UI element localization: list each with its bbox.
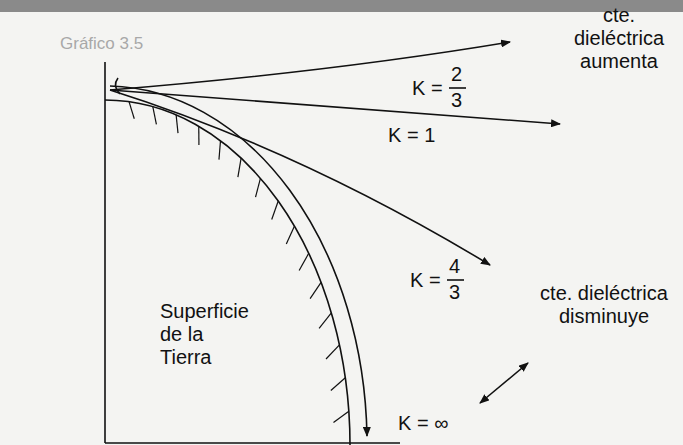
hatch-tick [272,201,279,219]
ray-k-4-3 [110,90,490,265]
earth-surface [105,100,350,445]
k-label: K = ∞ [398,412,448,435]
hatch-tick [319,313,331,328]
hatch-tick [238,158,241,177]
hatch-tick [299,253,309,270]
fraction-number: 2 [451,63,462,86]
hatch-tick [219,141,221,160]
fraction-number: 3 [451,89,462,112]
axis-line [104,62,106,443]
faded-heading: Gráfico 3.5 [60,34,143,54]
hatch-tick [153,107,157,125]
hatch-tick [286,226,294,244]
hatch-tick [176,115,178,133]
hatch-tick [310,282,321,298]
fraction-bar [447,279,464,281]
hatch-tick [129,102,134,119]
region-label: Superficie de la Tierra [160,300,260,369]
axis-line [105,442,400,444]
fraction-number: 4 [449,255,460,278]
k-label: K = [412,77,443,100]
note-label: cte. dieléctrica disminuye [540,282,668,328]
ray-k-2-3 [110,42,510,90]
hatch-tick [326,345,339,359]
hatch-tick [333,411,348,422]
hatch-tick [331,378,345,391]
ray-k-infinite [110,86,367,436]
ray-k-1 [110,90,560,124]
scan-band [0,0,683,12]
k-label: K = [410,269,441,292]
k-label: K = 1 [388,124,435,147]
source-mark [115,78,120,94]
fraction-bar [449,87,466,89]
hatch-tick [256,178,261,197]
double-arrow [480,363,528,403]
hatch-tick [198,126,199,145]
note-label: cte. dieléctrica aumenta [559,4,679,73]
fraction-number: 3 [449,281,460,304]
